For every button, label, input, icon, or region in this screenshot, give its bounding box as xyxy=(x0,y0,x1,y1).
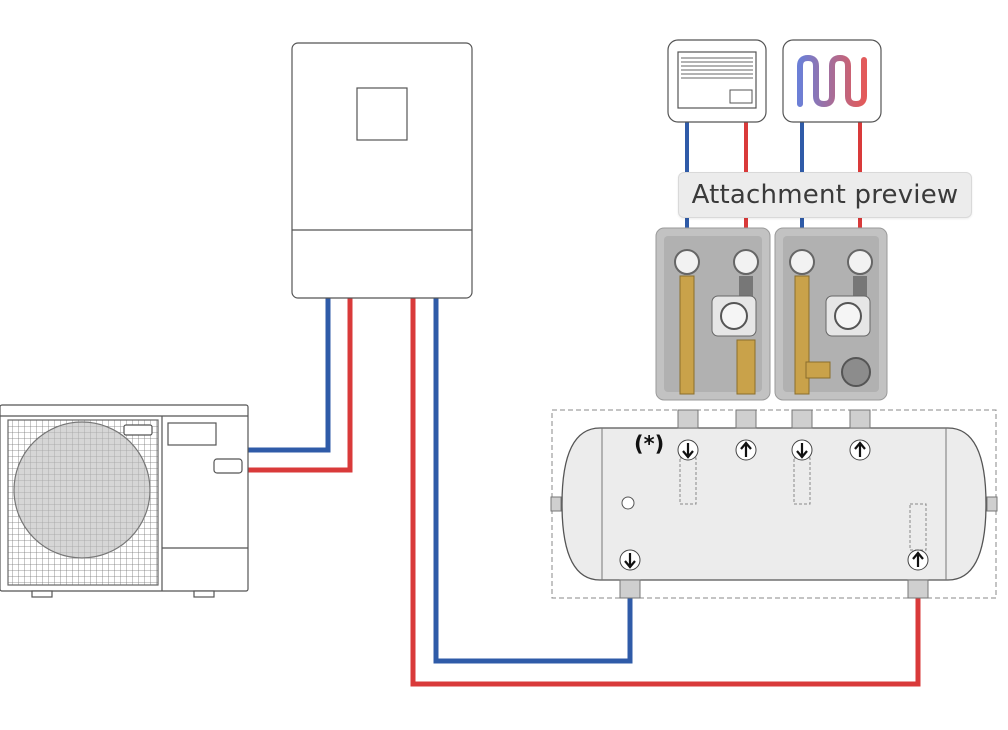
buffer-tank xyxy=(550,409,998,599)
pipes-indoor-tank xyxy=(410,298,921,687)
flow-arrow-down-icon xyxy=(619,549,641,571)
radiator-convector-icon xyxy=(667,39,767,123)
pump-station-left xyxy=(655,227,771,401)
underfloor-heating-coil-icon xyxy=(782,39,882,123)
pipes-outdoor-indoor xyxy=(248,298,353,473)
supply-pipe xyxy=(248,298,353,473)
flow-arrow-down-icon xyxy=(677,439,699,461)
sensor-port xyxy=(621,496,635,510)
attachment-preview-tooltip: Attachment preview xyxy=(678,172,972,218)
return-pipe-long xyxy=(433,298,633,664)
pump-station-right xyxy=(774,227,888,401)
indoor-unit-display xyxy=(356,87,408,141)
flow-arrow-up-icon xyxy=(849,439,871,461)
flow-arrow-up-icon xyxy=(735,439,757,461)
indoor-unit xyxy=(291,42,473,299)
pump-station-icon xyxy=(655,227,888,401)
flow-arrow-up-icon xyxy=(907,549,929,571)
return-pipe xyxy=(248,298,331,453)
flow-arrow-down-icon xyxy=(791,439,813,461)
tank-note-marker: (*) xyxy=(634,432,665,456)
supply-pipe-long xyxy=(410,298,921,687)
outdoor-unit xyxy=(0,404,249,598)
